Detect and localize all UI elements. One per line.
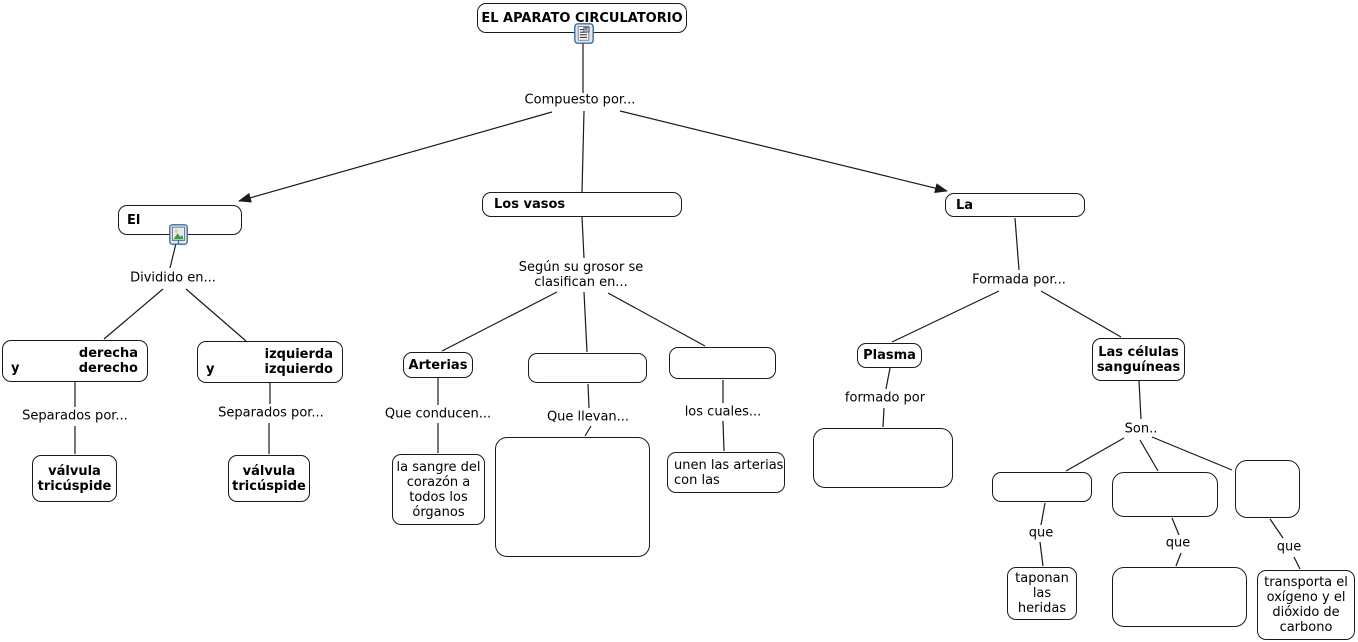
node-transporta-oxigeno[interactable]: transporta el oxígeno y el dióxido de ca…	[1257, 570, 1355, 640]
link-label-que-2[interactable]: que	[1165, 535, 1191, 551]
node-los-vasos[interactable]: Los vasos	[482, 192, 682, 217]
connector-vasos-segun	[581, 216, 585, 259]
connector-blankmid-llevan	[587, 383, 590, 409]
link-label-los-cuales[interactable]: los cuales...	[684, 404, 762, 420]
link-label-formado-por[interactable]: formado por	[844, 390, 926, 406]
connector-son-cel3	[1151, 436, 1233, 471]
link-label-dividido-en[interactable]: Dividido en...	[130, 270, 216, 286]
node-izquierda-line2: izquierdo	[264, 362, 333, 377]
link-label-separados-por-left[interactable]: Separados por...	[22, 408, 128, 424]
connector-son-cel2	[1139, 439, 1159, 472]
connector-cel1-que1	[1040, 502, 1046, 526]
blank-node-mid-vaso[interactable]	[528, 353, 647, 383]
connector-formado-blank	[882, 407, 885, 428]
connector-cel3-que3	[1269, 518, 1284, 539]
link-label-formada-por[interactable]: Formada por...	[972, 272, 1066, 288]
arrow-connector-compuesto-el	[238, 111, 553, 203]
link-label-que-conducen[interactable]: Que conducen...	[384, 406, 492, 422]
connector-la-formada	[1014, 217, 1020, 271]
document-resource-icon[interactable]	[574, 23, 594, 48]
connector-cel2-que2	[1171, 517, 1180, 536]
blank-node-llevan-target[interactable]	[495, 437, 650, 557]
node-derecha-derecho[interactable]: derecha y derecho	[2, 340, 148, 382]
link-label-son[interactable]: Son..	[1124, 421, 1158, 437]
connector-formada-plasma	[891, 290, 1000, 343]
node-derecha-line2: derecho	[78, 361, 138, 376]
blank-node-celula-2-target[interactable]	[1112, 567, 1247, 627]
blank-node-plasma-target[interactable]	[813, 428, 953, 488]
connector-segun-blank-right	[607, 292, 706, 347]
connector-dividido-derecha	[103, 288, 164, 340]
blank-node-right-vaso[interactable]	[669, 347, 776, 379]
connector-que1-taponan	[1039, 541, 1044, 567]
node-valvula-tricuspide-right[interactable]: válvula tricúspide	[228, 455, 310, 502]
node-celulas-sanguineas[interactable]: Las células sanguíneas	[1092, 338, 1185, 381]
link-label-compuesto-por[interactable]: Compuesto por...	[524, 92, 636, 108]
connector-segun-blank-mid	[583, 291, 588, 353]
node-plasma[interactable]: Plasma	[857, 343, 922, 368]
node-la[interactable]: La	[945, 193, 1085, 217]
link-label-separados-por-right[interactable]: Separados por...	[218, 405, 324, 421]
connector-dividido-izquierda	[185, 288, 247, 342]
connector-formada-celulas	[1040, 290, 1122, 338]
connector-cuales-unen	[722, 420, 725, 452]
node-izquierda-line1: izquierda	[264, 347, 333, 362]
connector-que3-transporta	[1293, 556, 1301, 570]
node-taponan-heridas[interactable]: taponan las heridas	[1007, 567, 1077, 620]
connector-llevan-blank-big	[584, 425, 592, 437]
connector-compuesto-vasos	[581, 110, 585, 193]
node-izquierda-izquierdo[interactable]: izquierda y izquierdo	[197, 341, 343, 383]
link-label-que-3[interactable]: que	[1276, 539, 1302, 555]
node-izquierda-prefix: y	[206, 362, 215, 377]
node-derecha-prefix: y	[11, 361, 20, 376]
connector-segun-arterias	[441, 291, 558, 352]
arrow-connector-compuesto-la	[619, 110, 948, 194]
blank-node-celula-1[interactable]	[992, 472, 1092, 502]
connector-que2-blankbottom	[1175, 552, 1182, 567]
image-resource-icon[interactable]	[169, 224, 188, 249]
blank-node-celula-2[interactable]	[1112, 472, 1218, 517]
blank-node-celula-3[interactable]	[1235, 460, 1300, 518]
link-label-segun-grosor[interactable]: Según su grosor se clasifican en...	[518, 260, 644, 290]
connector-celulas-son	[1138, 380, 1142, 420]
link-label-que-llevan[interactable]: Que llevan...	[546, 409, 630, 425]
node-unen-arterias[interactable]: unen las arterias con las	[667, 452, 785, 493]
link-label-que-1[interactable]: que	[1028, 525, 1054, 541]
node-sangre-organos[interactable]: la sangre del corazón a todos los órgano…	[392, 454, 485, 525]
connector-plasma-formado	[885, 367, 891, 390]
node-derecha-line1: derecha	[78, 346, 138, 361]
node-arterias[interactable]: Arterias	[403, 352, 473, 378]
node-valvula-tricuspide-left[interactable]: válvula tricúspide	[32, 455, 117, 502]
connector-son-cel1	[1065, 437, 1125, 472]
